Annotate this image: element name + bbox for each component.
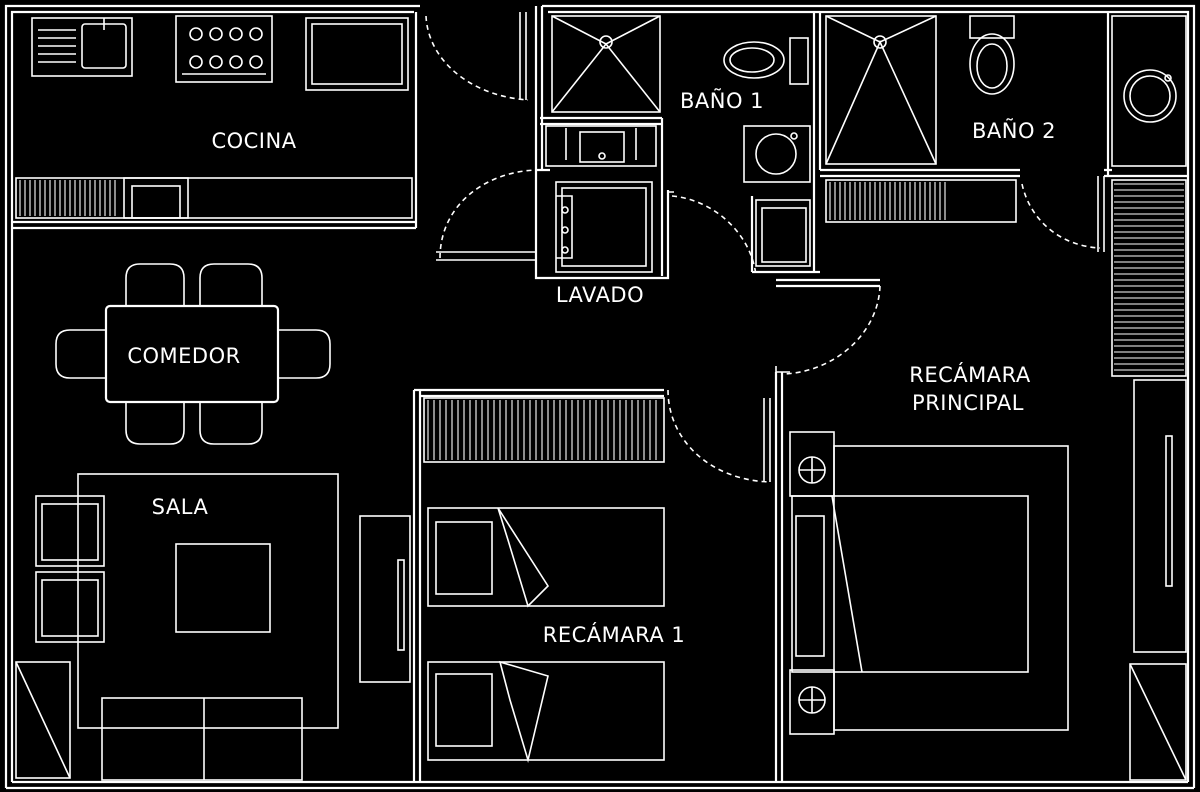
chair-icon [199, 402, 263, 445]
stove-icon [175, 15, 273, 83]
label-recamara-1: RECÁMARA 1 [543, 622, 686, 647]
bathroom-cabinet [755, 199, 811, 267]
chair-icon [125, 402, 185, 445]
bedroom-1-furniture [427, 507, 665, 764]
label-sala: SALA [152, 495, 209, 519]
laundry-fixtures [545, 125, 657, 273]
room-labels: COCINA BAÑO 1 BAÑO 2 LAVADO COMEDOR SALA… [127, 87, 1056, 647]
nightstand-icon [789, 669, 835, 735]
dining-set [55, 263, 331, 445]
chair-icon [55, 329, 106, 379]
kitchen-counter [15, 177, 413, 219]
single-bed-icon [427, 660, 665, 764]
washing-machine-icon [555, 181, 653, 273]
label-cocina: COCINA [211, 129, 296, 153]
interior-walls [12, 6, 1188, 782]
refrigerator-icon [305, 17, 409, 91]
bathroom-sink-icon [743, 125, 811, 183]
nightstand-icon [789, 431, 835, 497]
tv-console [359, 515, 411, 683]
shower-icon [551, 15, 661, 113]
toilet-icon [969, 15, 1015, 95]
bathroom-1-fixtures [551, 15, 811, 267]
master-bedroom-furniture [789, 431, 1187, 781]
chair-icon [199, 263, 263, 306]
chair-icon [125, 263, 185, 306]
closets [423, 179, 1187, 653]
shower-icon [825, 15, 937, 165]
label-bano-1: BAÑO 1 [680, 87, 764, 113]
chair-icon [278, 329, 331, 379]
living-set [15, 473, 411, 781]
exterior-walls [4, 4, 1196, 790]
toilet-icon [723, 37, 809, 85]
laundry-sink-icon [545, 125, 657, 167]
double-bed-icon [791, 445, 1069, 731]
sofa-icon [101, 697, 303, 781]
label-lavado: LAVADO [556, 283, 644, 307]
label-recamara-principal-line1: RECÁMARA [909, 362, 1031, 387]
kitchen-fixtures [15, 15, 413, 219]
armchair-icon [35, 495, 105, 567]
label-recamara-principal-line2: PRINCIPAL [912, 391, 1024, 415]
label-comedor: COMEDOR [127, 344, 240, 368]
doors [425, 12, 1105, 483]
bathroom-sink-icon [1111, 15, 1187, 167]
kitchen-sink-icon [31, 17, 133, 77]
armchair-icon [35, 571, 105, 643]
label-bano-2: BAÑO 2 [972, 117, 1056, 143]
single-bed-icon [427, 507, 665, 608]
bathroom-2-fixtures [825, 15, 1187, 167]
